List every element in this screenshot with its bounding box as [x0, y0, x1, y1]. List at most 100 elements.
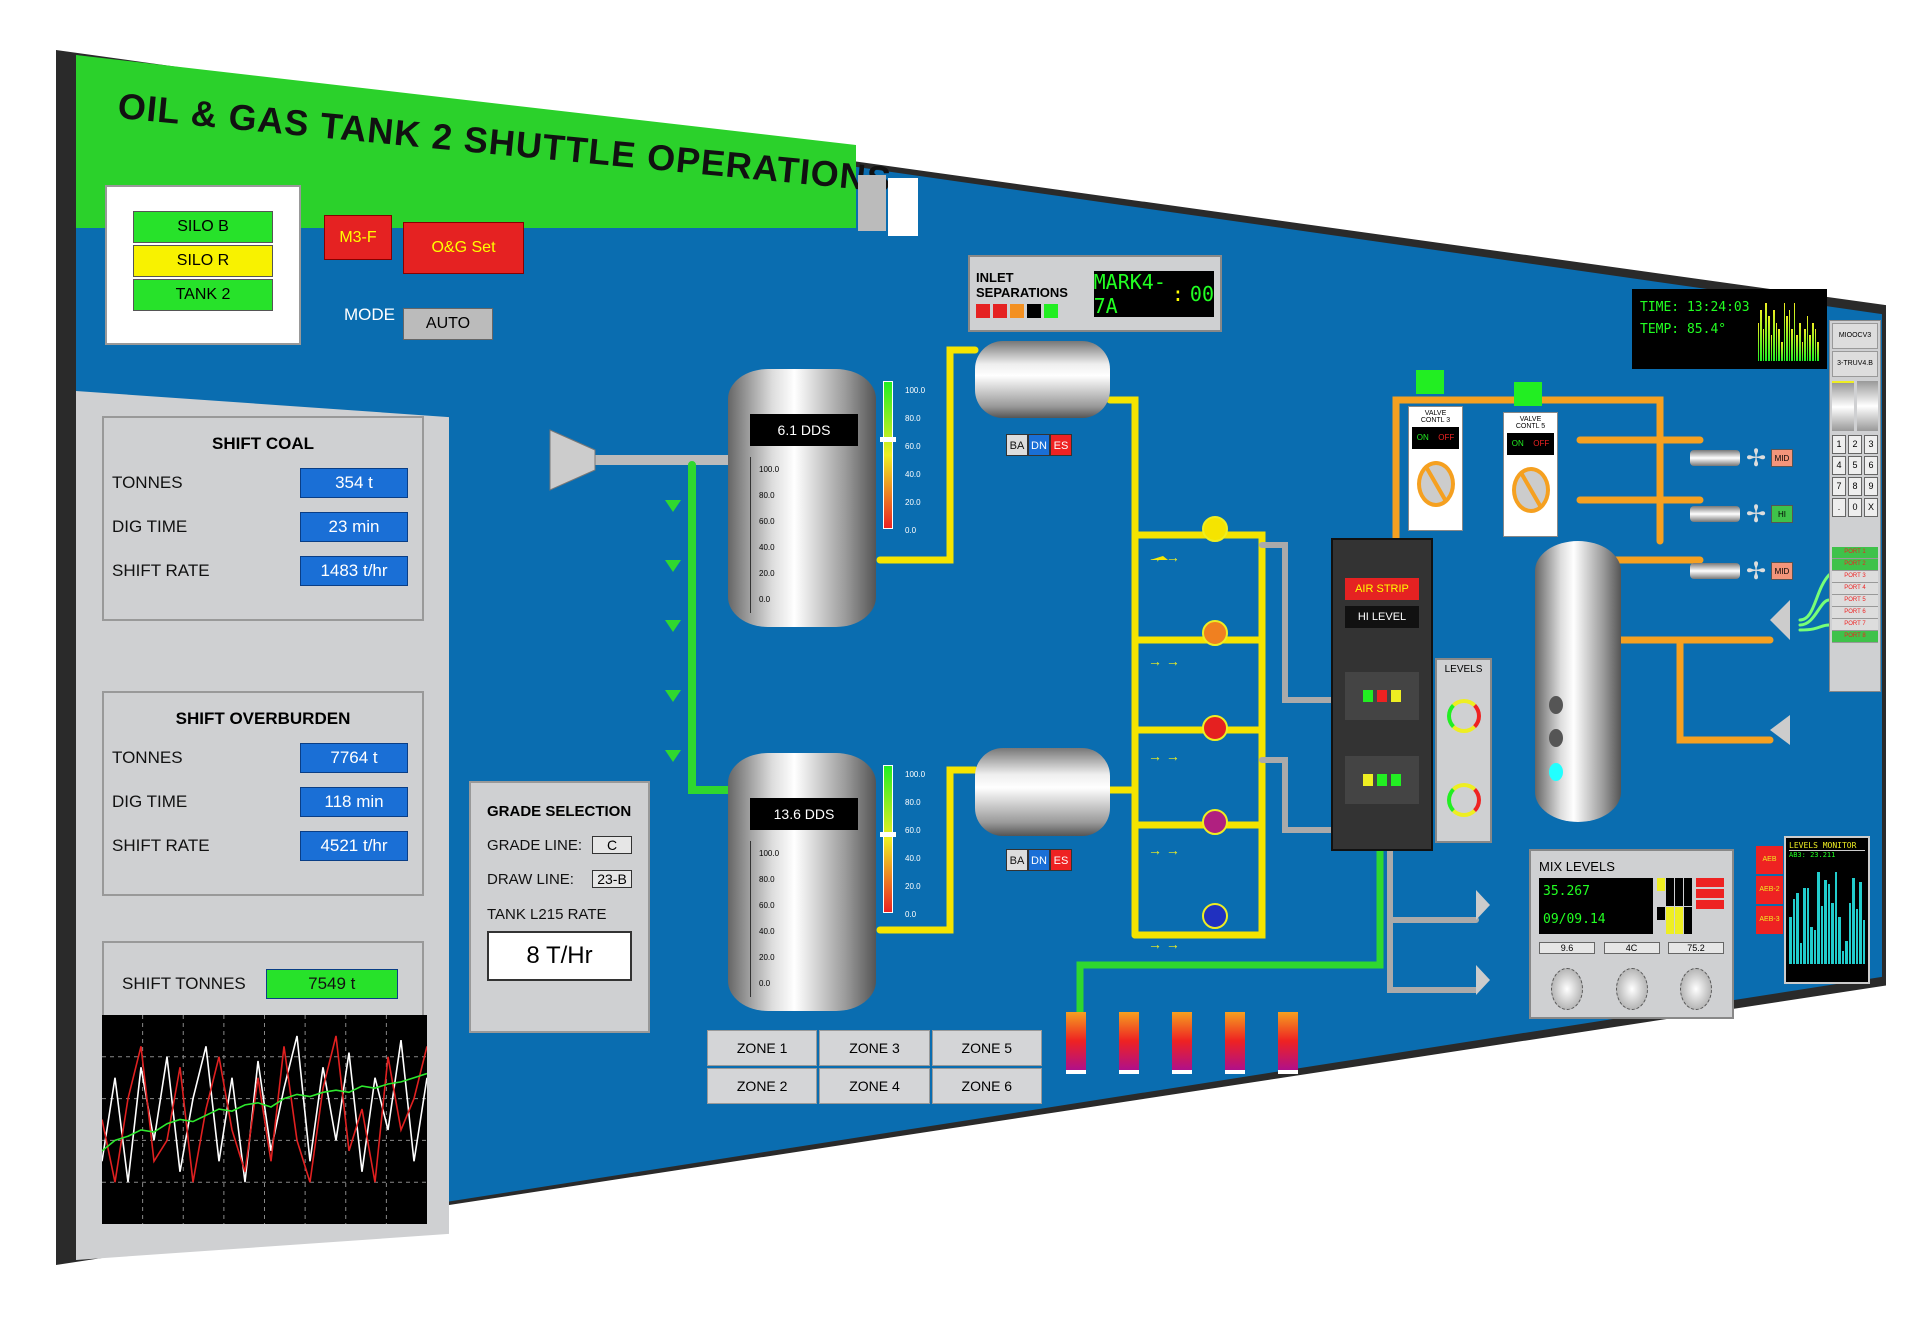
zone-button[interactable]: ZONE 3: [819, 1030, 930, 1066]
scale-tick: 100.0: [759, 849, 780, 858]
scale-tick: 100.0: [759, 465, 780, 474]
status-item: SILO R: [133, 245, 273, 277]
level-marker[interactable]: [880, 437, 896, 443]
port-button[interactable]: PORT 4: [1832, 583, 1878, 595]
port-button[interactable]: PORT 6: [1832, 607, 1878, 619]
knob-icon[interactable]: [1551, 968, 1583, 1010]
inlet-light: [1027, 303, 1041, 318]
m3f-button[interactable]: M3-F: [324, 215, 392, 260]
fan-speed-button[interactable]: MID: [1771, 562, 1793, 580]
spectrum-bar: [1817, 341, 1819, 361]
indicator-dn[interactable]: DN: [1028, 434, 1050, 456]
indicator-ba[interactable]: BA: [1006, 434, 1028, 456]
grade-line-input[interactable]: C: [592, 836, 632, 854]
keypad-key[interactable]: 8: [1848, 477, 1862, 496]
flow-valve-icon[interactable]: [1202, 903, 1228, 929]
indicator-row: [1345, 756, 1419, 804]
valve-dial-icon[interactable]: [1511, 467, 1550, 513]
keypad-key[interactable]: 0: [1848, 498, 1862, 517]
levels-label: LEVELS: [1444, 664, 1483, 675]
gauge-tick: 40.0: [905, 470, 921, 479]
aeb-button[interactable]: AEB-3: [1756, 906, 1783, 934]
flow-valve-icon[interactable]: [1202, 809, 1228, 835]
side-button[interactable]: MIOOCV3: [1832, 323, 1878, 349]
keypad-key[interactable]: 1: [1832, 435, 1846, 454]
zone-button[interactable]: ZONE 2: [707, 1068, 818, 1104]
slider[interactable]: [1832, 381, 1854, 431]
spectrum-meter: [1757, 297, 1819, 361]
aeb-button[interactable]: AEB: [1756, 846, 1783, 874]
metric-value: 4521 t/hr: [300, 831, 408, 861]
spectrum-bar: [1799, 322, 1801, 361]
zone-button[interactable]: ZONE 5: [931, 1030, 1042, 1066]
indicator-ba[interactable]: BA: [1006, 849, 1028, 871]
spectrum-bar: [1796, 335, 1799, 361]
port-button[interactable]: PORT 7: [1832, 619, 1878, 631]
off-indicator[interactable]: OFF: [1438, 433, 1455, 442]
keypad-key[interactable]: 2: [1848, 435, 1862, 454]
indicator-dn[interactable]: DN: [1028, 849, 1050, 871]
zone-button[interactable]: ZONE 6: [931, 1068, 1042, 1104]
keypad-key[interactable]: 3: [1864, 435, 1878, 454]
port-button[interactable]: PORT 3: [1832, 571, 1878, 583]
colon-icon: :: [1171, 281, 1184, 306]
monitor-bar: [1810, 927, 1813, 964]
fan-speed-button[interactable]: MID: [1771, 449, 1793, 467]
keypad-key[interactable]: 4: [1832, 456, 1846, 475]
monitor-bar: [1862, 919, 1865, 964]
off-indicator[interactable]: OFF: [1533, 439, 1550, 448]
side-button[interactable]: 3-TRUV4.B: [1832, 351, 1878, 377]
valve-dial-icon[interactable]: [1416, 461, 1455, 507]
og-set-button[interactable]: O&G Set: [403, 222, 524, 274]
on-indicator[interactable]: ON: [1416, 433, 1429, 442]
port-button[interactable]: PORT 1: [1832, 547, 1878, 559]
keypad-key[interactable]: 9: [1864, 477, 1878, 496]
monitor-bar: [1806, 888, 1809, 964]
indicator-es[interactable]: ES: [1050, 849, 1072, 871]
hi-level-button[interactable]: HI LEVEL: [1345, 606, 1419, 628]
port-button[interactable]: PORT 8: [1832, 631, 1878, 643]
keypad-key[interactable]: .: [1832, 498, 1846, 517]
fan-icon: ✢: [1746, 501, 1767, 528]
spectrum-bar: [1773, 309, 1775, 361]
knob-icon[interactable]: [1615, 968, 1648, 1010]
draw-line-input[interactable]: 23-B: [592, 870, 632, 888]
spectrum-bar: [1809, 335, 1812, 361]
keypad-key[interactable]: 5: [1848, 456, 1862, 475]
on-indicator[interactable]: ON: [1511, 439, 1524, 448]
mode-select[interactable]: AUTO: [403, 308, 493, 340]
fan-speed-button[interactable]: HI: [1771, 505, 1793, 523]
zone-button[interactable]: ZONE 1: [707, 1030, 818, 1066]
aeb-button[interactable]: AEB-2: [1756, 876, 1783, 904]
level-bar: [883, 765, 893, 913]
port-button[interactable]: PORT 2: [1832, 559, 1878, 571]
port-button[interactable]: PORT 5: [1832, 595, 1878, 607]
levels-monitor: LEVELS MONITOR AB3: 23.211: [1784, 836, 1870, 984]
level-marker[interactable]: [880, 831, 896, 837]
keypad-key[interactable]: 7: [1832, 477, 1846, 496]
air-strip-button[interactable]: AIR STRIP: [1345, 578, 1419, 600]
tank-label: 13.6 DDS: [750, 798, 858, 830]
storage-tank-right: [1535, 541, 1621, 822]
keypad-key[interactable]: X: [1864, 498, 1878, 517]
valve-body: [1690, 563, 1740, 579]
keypad-key[interactable]: 6: [1864, 456, 1878, 475]
flow-valve-icon[interactable]: [1202, 516, 1228, 542]
slider[interactable]: [1856, 381, 1878, 431]
spectrum-bar: [1793, 303, 1796, 361]
knob-icon[interactable]: [1680, 968, 1712, 1010]
monitor-bar: [1848, 903, 1851, 964]
gauge-tick: 20.0: [905, 498, 921, 507]
flow-arrows-icon: → →: [1148, 549, 1180, 565]
flow-valve-icon[interactable]: [1202, 715, 1228, 741]
zone-button[interactable]: ZONE 4: [819, 1068, 930, 1104]
flow-valve-icon[interactable]: [1202, 620, 1228, 646]
indicator-es[interactable]: ES: [1050, 434, 1072, 456]
